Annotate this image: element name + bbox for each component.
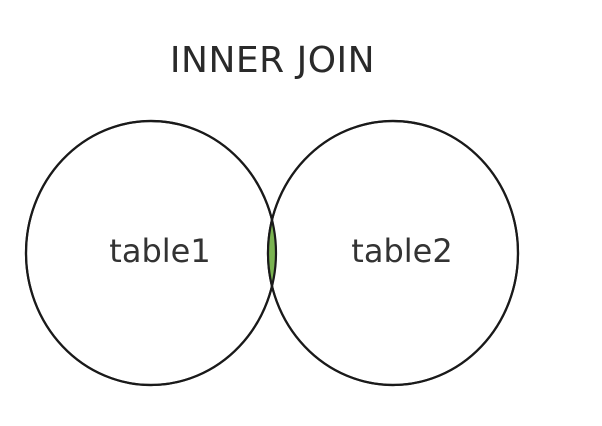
left-set-outline xyxy=(24,119,278,387)
diagram-title: INNER JOIN xyxy=(169,40,376,81)
right-set-outline xyxy=(266,119,520,387)
left-set-label: table1 xyxy=(109,232,210,270)
right-set-label: table2 xyxy=(351,232,452,270)
